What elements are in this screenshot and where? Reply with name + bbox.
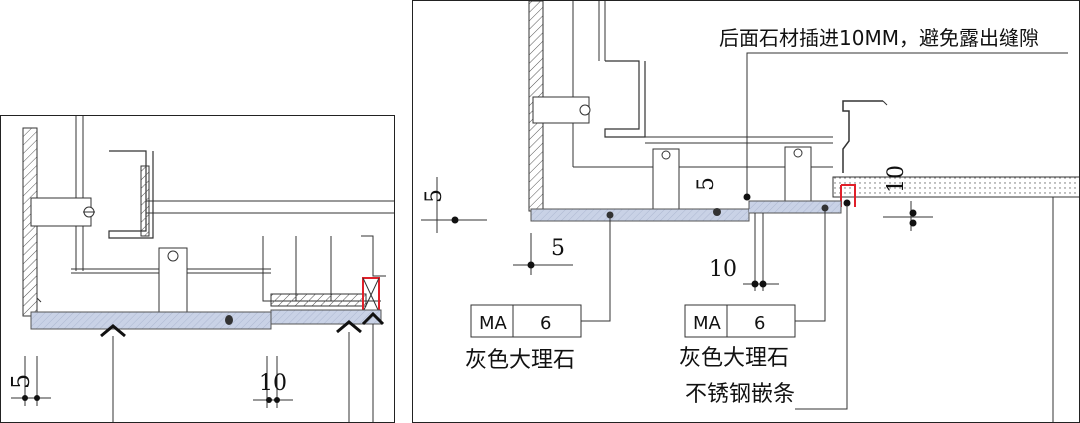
- z-profile: [842, 100, 883, 173]
- material-tag-2: MA 6 灰色大理石 不锈钢嵌条: [679, 205, 848, 410]
- steel-channel: [604, 60, 646, 138]
- stone-step: [748, 200, 842, 214]
- stone-layer: [530, 208, 750, 222]
- note-label: 后面石材插进10MM，避免露出缝隙: [719, 26, 1039, 50]
- dim-5-mid: 5: [694, 177, 719, 191]
- wall-return: [36, 128, 42, 303]
- tag1-name: 灰色大理石: [465, 348, 575, 373]
- left-drawing: 5 10: [7, 116, 394, 422]
- dim-5-horizontal: 5: [551, 236, 565, 261]
- dim-10-mid: 10: [709, 257, 737, 282]
- tag1-code: MA: [479, 313, 508, 334]
- anchor-right: [784, 146, 812, 212]
- dim-10-label: 10: [259, 371, 287, 396]
- dim-10-right: 10: [884, 165, 909, 193]
- right-section-detail: 后面石材插进10MM，避免露出缝隙: [412, 0, 1080, 423]
- tag2-extra: 不锈钢嵌条: [685, 382, 795, 407]
- tag2-name: 灰色大理石: [679, 346, 789, 371]
- chevron-marker: [100, 324, 126, 338]
- tag2-code: MA: [693, 313, 722, 334]
- dim-5-label: 5: [7, 374, 35, 389]
- note-leader: [746, 52, 1068, 197]
- tag2-num: 6: [754, 313, 765, 334]
- stone-layer: [30, 311, 272, 330]
- steel-channel: [108, 150, 154, 239]
- stone-layer-2: [270, 309, 382, 325]
- tag1-num: 6: [540, 313, 551, 334]
- material-tag-1: MA 6 灰色大理石: [465, 215, 611, 373]
- left-section-detail: 5 10: [0, 115, 395, 423]
- dim-5-vertical: 5: [422, 189, 447, 203]
- right-slab: [832, 176, 1079, 198]
- right-drawing: 后面石材插进10MM，避免露出缝隙: [421, 1, 1079, 422]
- red-joint: [841, 184, 856, 207]
- anchor-bracket: [30, 197, 92, 227]
